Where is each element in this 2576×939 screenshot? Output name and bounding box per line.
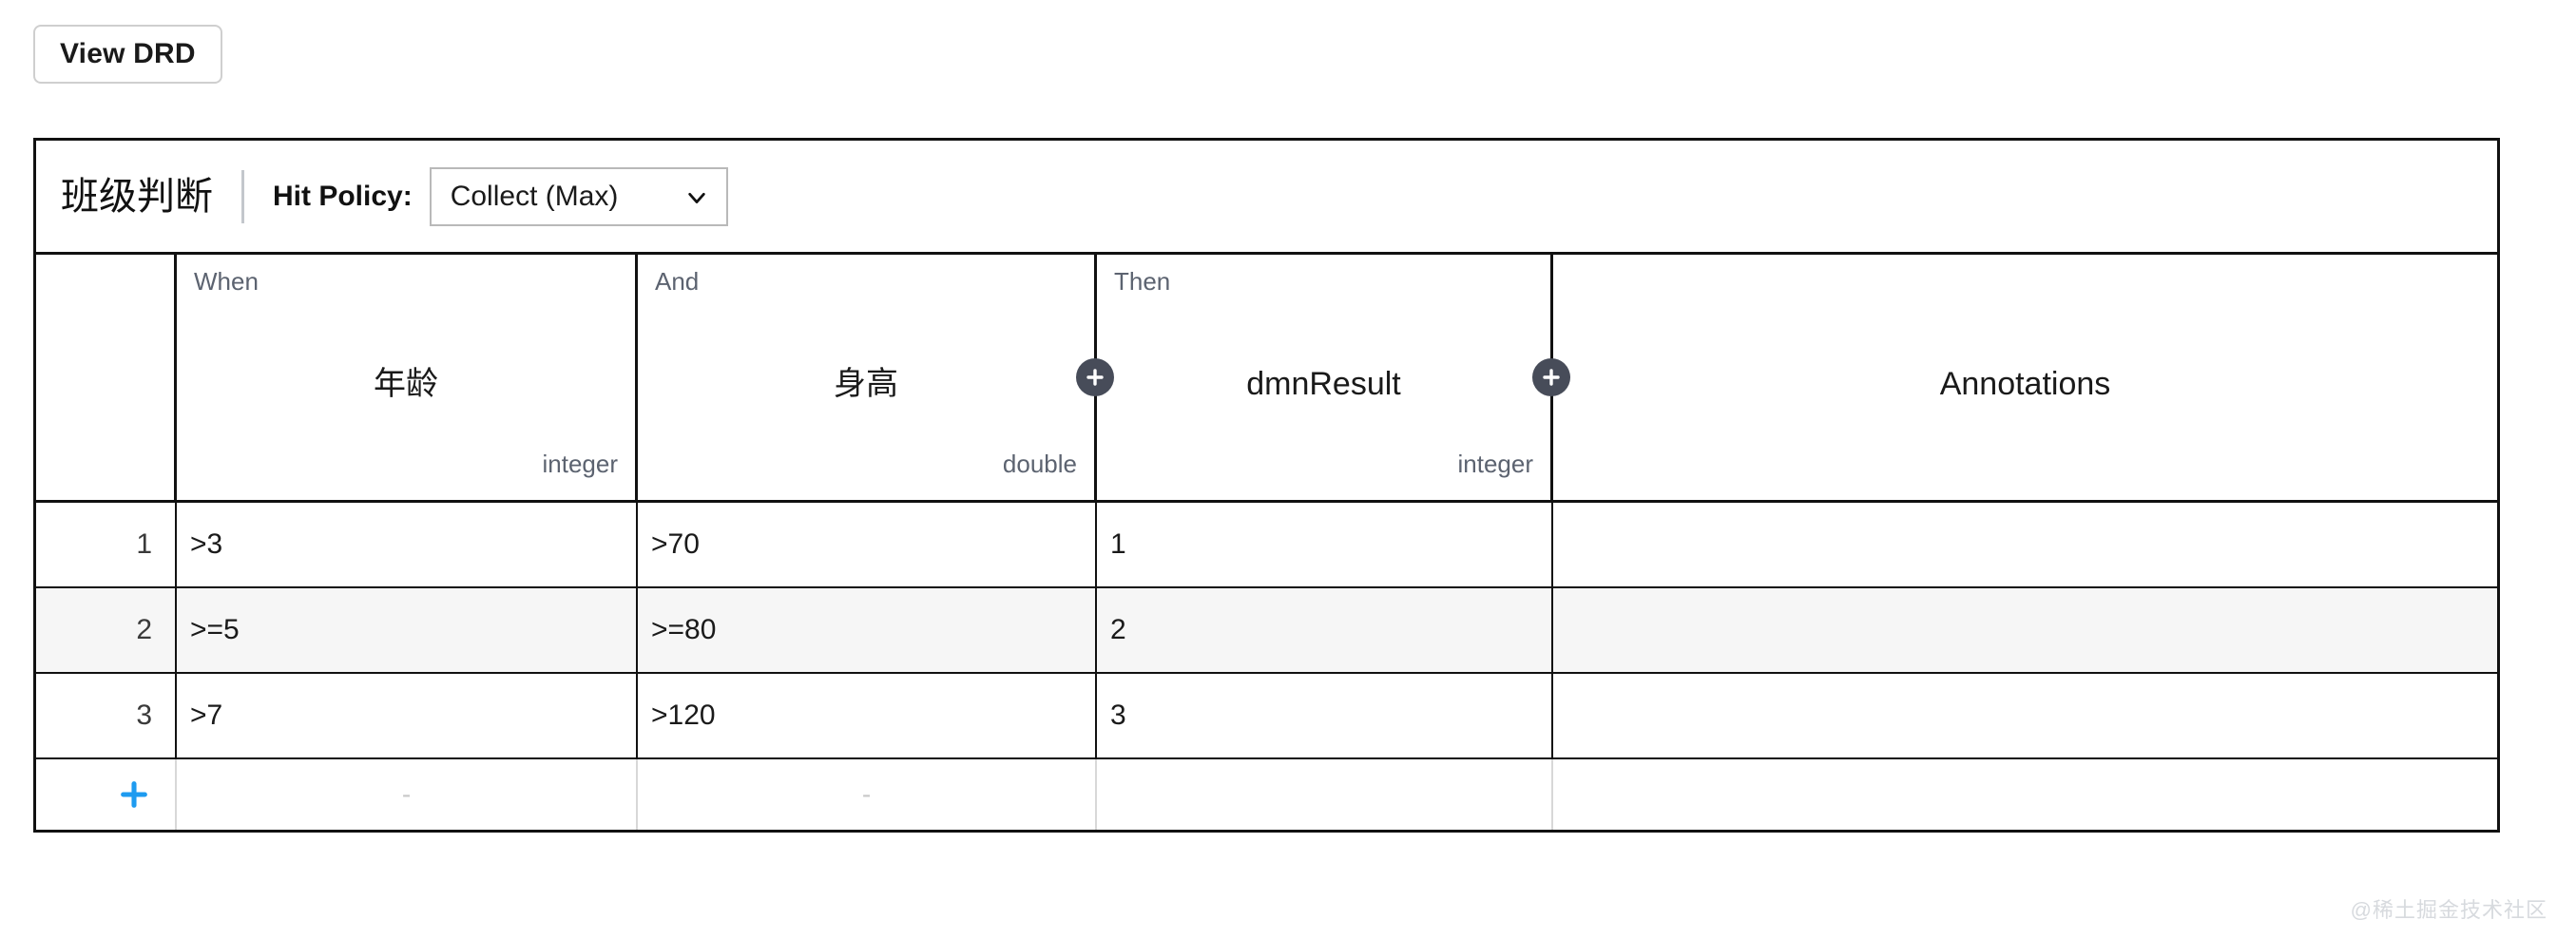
placeholder-dash: - <box>401 779 412 809</box>
decision-table: 班级判断 Hit Policy: Collect (Max) When 年龄 <box>33 138 2500 833</box>
rule-index: 2 <box>36 588 177 672</box>
table-row[interactable]: 3 >7 >120 3 <box>36 674 2497 759</box>
rule-cell-annotation[interactable] <box>1553 588 2497 672</box>
rule-cell-then[interactable]: 3 <box>1097 674 1553 757</box>
watermark: @稀土掘金技术社区 <box>2350 898 2547 922</box>
header-type-age: integer <box>542 450 619 478</box>
decision-table-title: 班级判断 <box>61 175 213 218</box>
add-rule-row[interactable]: - - <box>36 759 2497 830</box>
rule-cell-when[interactable]: >=5 <box>177 588 638 672</box>
table-row[interactable]: 1 >3 >70 1 <box>36 503 2497 588</box>
hit-policy-value: Collect (Max) <box>450 180 619 212</box>
header-type-dmnresult: integer <box>1457 450 1534 478</box>
rule-index: 1 <box>36 503 177 586</box>
hit-policy-label: Hit Policy: <box>273 180 413 212</box>
header-type-annotations <box>1570 450 2480 489</box>
rule-cell-then[interactable]: 1 <box>1097 503 1553 586</box>
rule-cell-and[interactable]: >=80 <box>638 588 1097 672</box>
plus-icon[interactable] <box>118 778 150 811</box>
rule-cell-when[interactable]: >3 <box>177 503 638 586</box>
view-drd-button[interactable]: View DRD <box>33 25 222 84</box>
rule-cell-annotation[interactable] <box>1553 674 2497 757</box>
chevron-down-icon <box>686 187 707 208</box>
add-rule-placeholder-annotation[interactable] <box>1553 759 2497 830</box>
rule-cell-when[interactable]: >7 <box>177 674 638 757</box>
rule-cell-then[interactable]: 2 <box>1097 588 1553 672</box>
header-name-dmnresult: dmnResult <box>1246 366 1401 403</box>
header-role-when: When <box>194 267 259 296</box>
add-rule-placeholder-and[interactable]: - <box>638 759 1097 830</box>
header-role-annotations <box>1570 268 2480 319</box>
header-cell-output-dmnresult[interactable]: Then dmnResult integer <box>1097 255 1570 500</box>
header-role-and: And <box>655 267 700 296</box>
add-rule-placeholder-then[interactable] <box>1097 759 1553 830</box>
rule-cell-and[interactable]: >120 <box>638 674 1097 757</box>
column-header-row: When 年龄 integer And 身高 double <box>36 255 2497 503</box>
header-role-then: Then <box>1114 267 1171 296</box>
placeholder-dash: - <box>861 779 872 809</box>
toolbar: View DRD <box>33 25 222 84</box>
decision-table-header: 班级判断 Hit Policy: Collect (Max) <box>36 141 2497 255</box>
add-rule-placeholder-when[interactable]: - <box>177 759 638 830</box>
add-output-column-button[interactable] <box>1532 358 1570 396</box>
header-cell-annotations: Annotations <box>1553 255 2497 500</box>
rule-index: 3 <box>36 674 177 757</box>
header-name-age: 年龄 <box>374 366 438 403</box>
header-cell-input-age[interactable]: When 年龄 integer <box>177 255 638 500</box>
hit-policy-select[interactable]: Collect (Max) <box>429 166 728 226</box>
rule-cell-and[interactable]: >70 <box>638 503 1097 586</box>
header-type-height: double <box>1002 450 1077 478</box>
header-cell-index <box>36 255 177 500</box>
rule-cell-annotation[interactable] <box>1553 503 2497 586</box>
header-cell-input-height[interactable]: And 身高 double <box>638 255 1114 500</box>
header-name-height: 身高 <box>834 366 898 403</box>
table-row[interactable]: 2 >=5 >=80 2 <box>36 588 2497 674</box>
title-divider <box>241 169 244 223</box>
add-input-column-button[interactable] <box>1076 358 1114 396</box>
add-rule-cell[interactable] <box>36 759 177 830</box>
decision-table-grid: When 年龄 integer And 身高 double <box>36 255 2497 830</box>
header-name-annotations: Annotations <box>1939 366 2111 403</box>
